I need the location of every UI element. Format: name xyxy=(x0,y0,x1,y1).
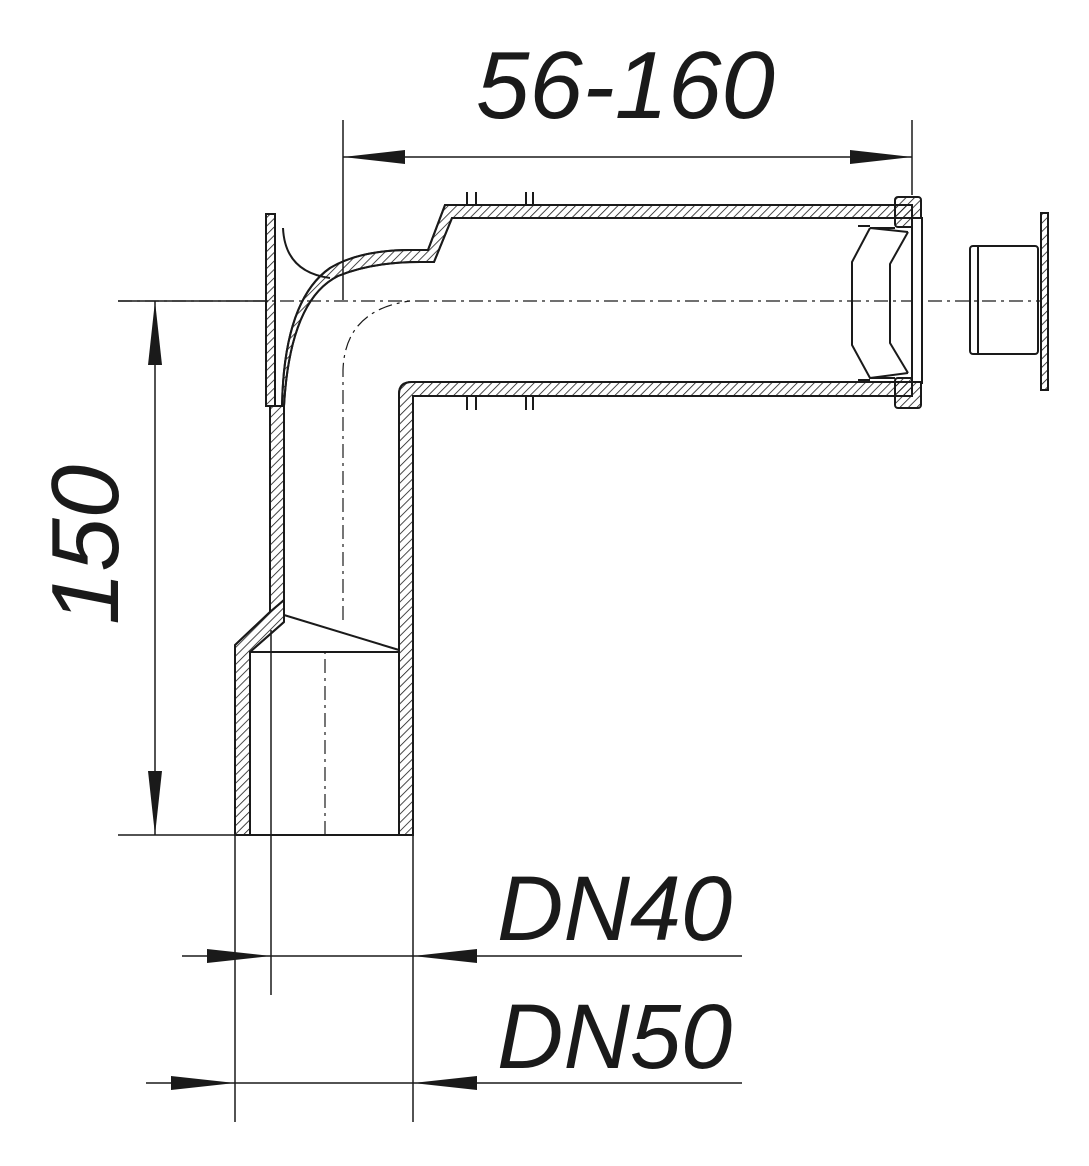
arrow-dn50-right-icon xyxy=(413,1076,477,1090)
end-cap xyxy=(969,212,1049,391)
outlet-spigot xyxy=(234,597,400,836)
height-dimension-label: 150 xyxy=(32,465,139,625)
dn50-label: DN50 xyxy=(497,986,732,1088)
arrow-right-icon xyxy=(850,150,912,164)
dimension-dn xyxy=(146,630,742,1122)
width-dimension-label: 56-160 xyxy=(476,32,775,139)
arrow-up-icon xyxy=(148,301,162,365)
arrow-dn40-left-icon xyxy=(207,949,271,963)
arrow-dn40-right-icon xyxy=(413,949,477,963)
arrow-left-icon xyxy=(343,150,405,164)
inlet-end xyxy=(851,196,923,409)
elbow-body xyxy=(269,192,913,836)
arrow-dn50-left-icon xyxy=(171,1076,235,1090)
arrow-down-icon xyxy=(148,771,162,835)
dn40-label: DN40 xyxy=(497,858,732,960)
